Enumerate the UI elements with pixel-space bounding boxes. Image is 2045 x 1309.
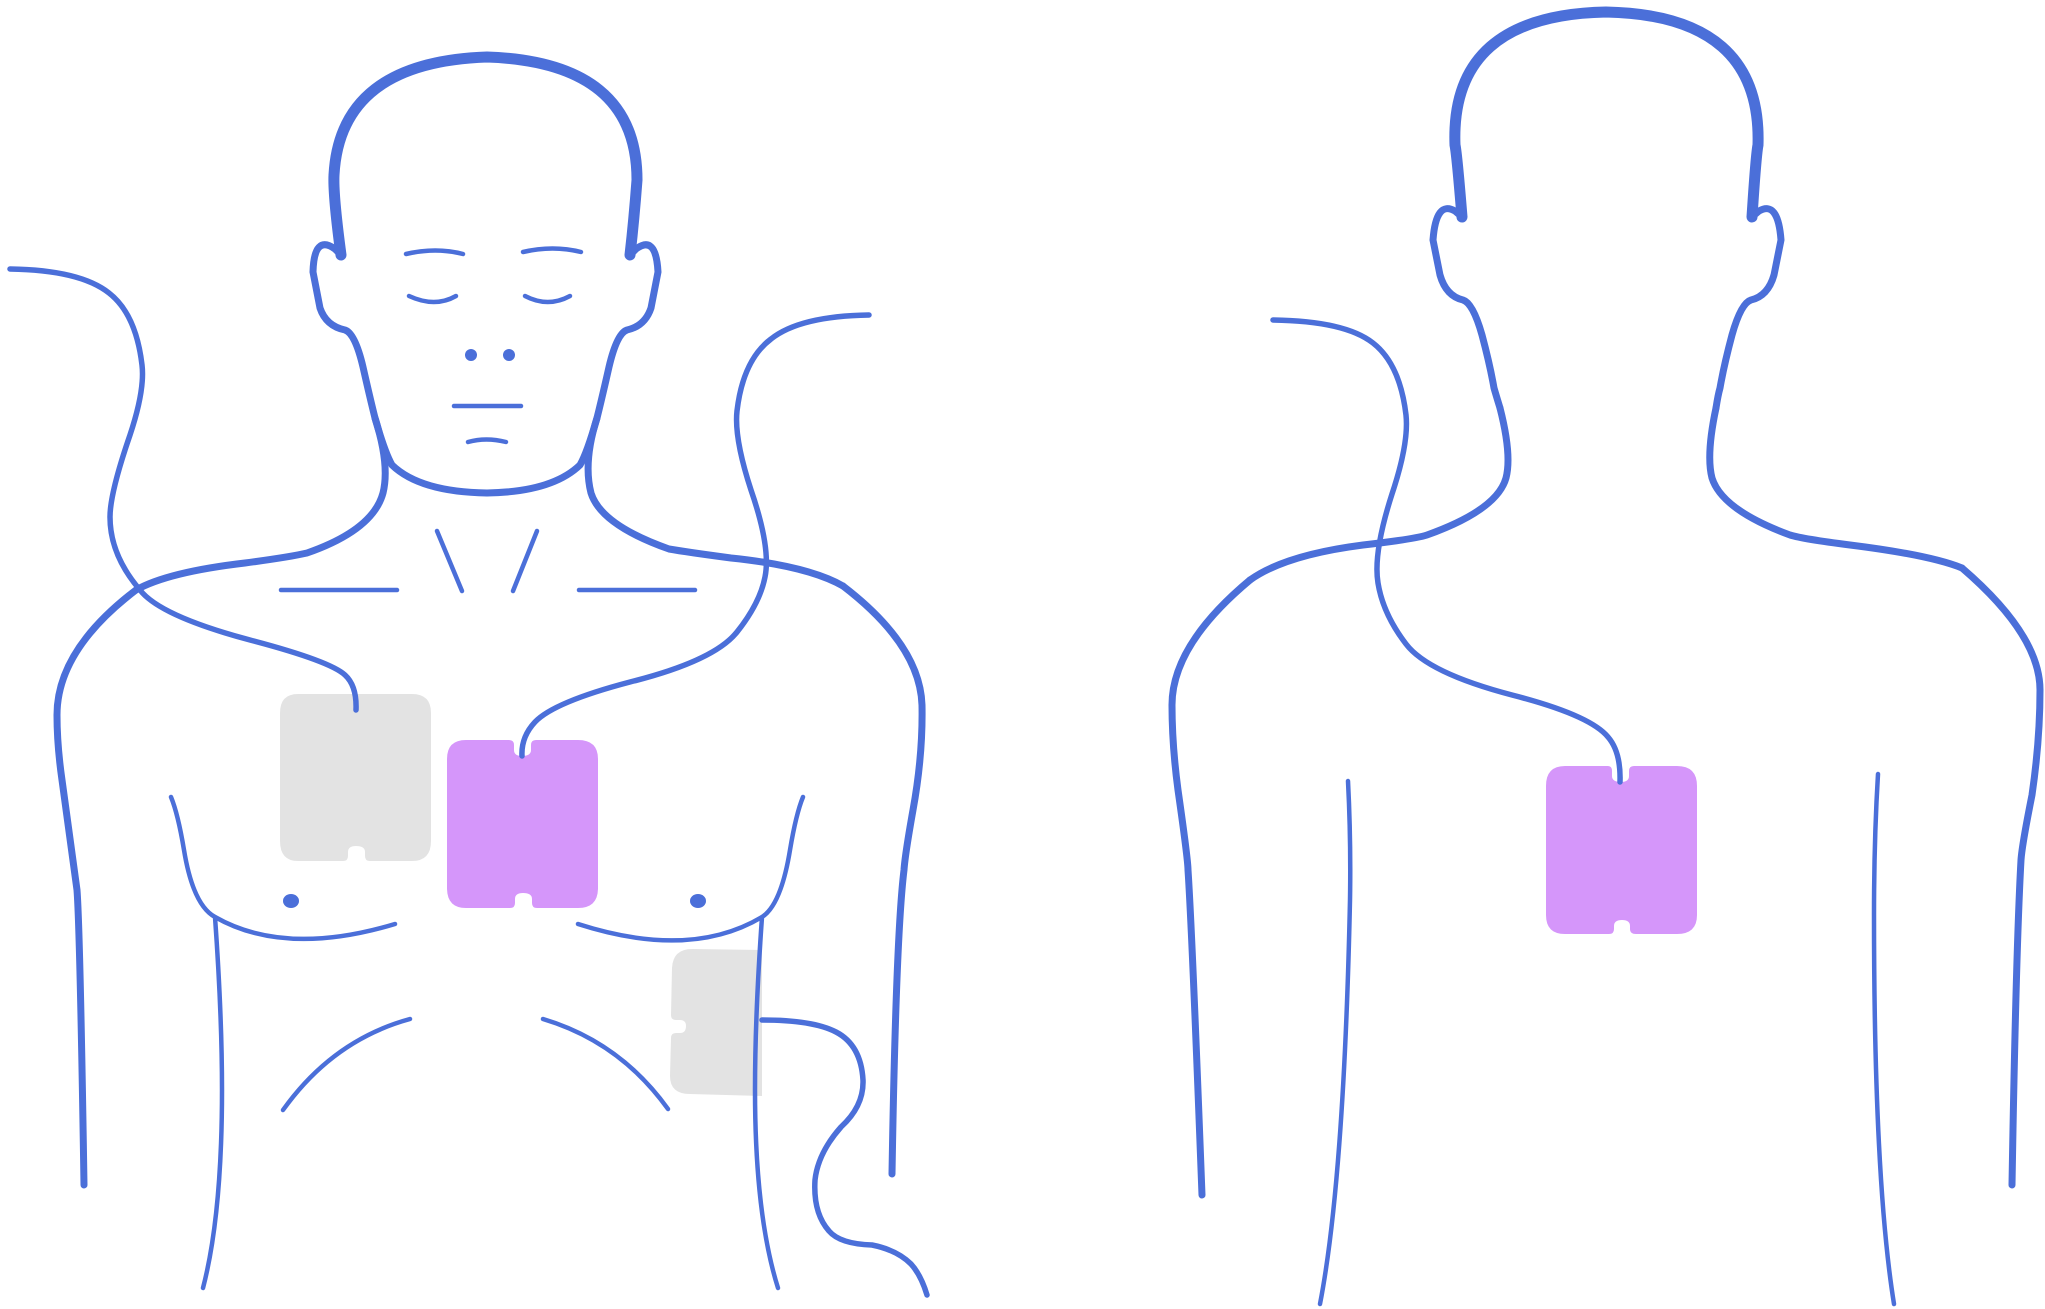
back-right-ear-icon	[1433, 209, 1500, 408]
front-right-arm-icon	[171, 797, 222, 1288]
back-center-pad-icon	[1546, 766, 1697, 934]
front-torso-left-outline	[843, 586, 922, 1174]
front-right-rib-icon	[283, 1019, 410, 1110]
front-left-ear-icon	[487, 245, 658, 493]
front-right-pec-icon	[215, 917, 395, 939]
front-lead-wire-center-icon	[522, 315, 869, 756]
back-torso-icon	[1172, 12, 2040, 1304]
front-lead-wire-right-icon	[10, 269, 356, 710]
front-neck-left-outline	[588, 418, 843, 586]
front-face-icon	[406, 249, 581, 443]
front-lead-wire-side-icon	[762, 1020, 927, 1295]
front-torso-icon	[10, 57, 927, 1295]
front-right-ear-icon	[313, 245, 487, 493]
back-torso-left-outline	[1962, 568, 2040, 1185]
front-neck-right-outline	[136, 418, 385, 590]
front-center-pad-icon	[447, 740, 598, 908]
front-left-rib-icon	[543, 1019, 668, 1109]
front-upper-right-pad-icon	[280, 694, 431, 861]
front-left-pec-icon	[578, 917, 762, 940]
front-head-outline	[334, 57, 637, 255]
front-torso-right-outline	[57, 590, 136, 1185]
back-torso-right-outline	[1172, 580, 1250, 1195]
front-right-nipple-icon	[283, 894, 299, 908]
front-left-nipple-icon	[690, 894, 706, 908]
back-right-arm-icon	[1320, 781, 1350, 1304]
back-left-ear-icon	[1716, 209, 1781, 408]
front-left-arm-icon	[755, 797, 803, 1288]
back-left-arm-icon	[1874, 774, 1894, 1304]
back-neck-left-outline	[1710, 408, 1962, 568]
back-head-outline	[1455, 12, 1758, 217]
front-lower-side-pad-icon	[670, 949, 762, 1096]
